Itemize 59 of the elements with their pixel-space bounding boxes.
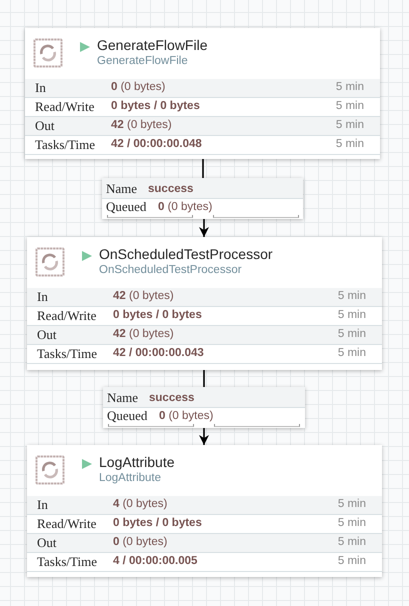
stat-value: 4 (0 bytes): [113, 498, 168, 510]
stat-value: 42 (0 bytes): [111, 119, 172, 131]
stat-period: 5 min: [336, 100, 364, 112]
connection-label-box: [102, 178, 303, 219]
stat-period: 5 min: [338, 290, 366, 302]
stat-label: In: [37, 289, 48, 305]
stat-value: 0 bytes / 0 bytes: [113, 309, 202, 321]
stat-period: 5 min: [336, 138, 364, 150]
stat-label: Out: [35, 118, 54, 134]
stat-value: 0 (0 bytes): [111, 81, 166, 93]
stat-value: 42 (0 bytes): [113, 328, 174, 340]
stat-label: In: [35, 80, 46, 96]
stat-label: Tasks/Time: [37, 346, 98, 362]
stat-label: Out: [37, 327, 56, 343]
stat-period: 5 min: [336, 81, 364, 93]
stat-value: 0 bytes / 0 bytes: [111, 100, 200, 112]
field-label: Name: [107, 390, 138, 405]
stat-value: 42 / 00:00:00.043: [113, 347, 204, 359]
stat-label: Tasks/Time: [37, 554, 98, 570]
stat-label: Read/Write: [35, 99, 94, 115]
processor-name: LogAttribute: [99, 454, 174, 470]
stat-period: 5 min: [338, 347, 366, 359]
connection-label-box: [103, 387, 305, 428]
stat-label: Out: [37, 535, 56, 551]
stat-value: 0 (0 bytes): [113, 536, 168, 548]
stat-label: Read/Write: [37, 308, 96, 324]
stat-value: 42 / 00:00:00.048: [111, 138, 202, 150]
stat-period: 5 min: [338, 536, 366, 548]
processor-type: OnScheduledTestProcessor: [99, 264, 242, 276]
arrow: [199, 219, 209, 237]
stat-label: Tasks/Time: [35, 137, 96, 153]
field-label: Name: [106, 181, 138, 196]
stat-period: 5 min: [336, 119, 364, 131]
processor-name: GenerateFlowFile: [97, 37, 208, 53]
processor-type: LogAttribute: [99, 472, 162, 484]
stat-value: 4 / 00:00:00.005: [113, 555, 198, 567]
connector-line: [202, 159, 204, 178]
stat-period: 5 min: [338, 328, 366, 340]
stat-value: 42 (0 bytes): [113, 290, 174, 302]
processor-card: [25, 28, 380, 159]
stat-period: 5 min: [338, 498, 366, 510]
queued-count: 0 (0 bytes): [159, 409, 214, 423]
stat-period: 5 min: [338, 555, 366, 567]
stat-period: 5 min: [338, 309, 366, 321]
field-label: Queued: [107, 408, 148, 423]
stat-label: In: [37, 497, 48, 513]
connector-line: [203, 370, 205, 387]
processor-card: [27, 237, 382, 370]
processor-name: OnScheduledTestProcessor: [99, 246, 273, 262]
arrow: [199, 428, 209, 445]
connection-name: success: [148, 182, 194, 196]
field-label: Queued: [106, 199, 146, 214]
queued-count: 0 (0 bytes): [158, 200, 212, 214]
stat-label: Read/Write: [37, 516, 96, 532]
stat-value: 0 bytes / 0 bytes: [113, 517, 202, 529]
connection-name: success: [149, 391, 194, 405]
stat-period: 5 min: [338, 517, 366, 529]
processor-type: GenerateFlowFile: [97, 55, 188, 67]
processor-card: [27, 445, 382, 577]
